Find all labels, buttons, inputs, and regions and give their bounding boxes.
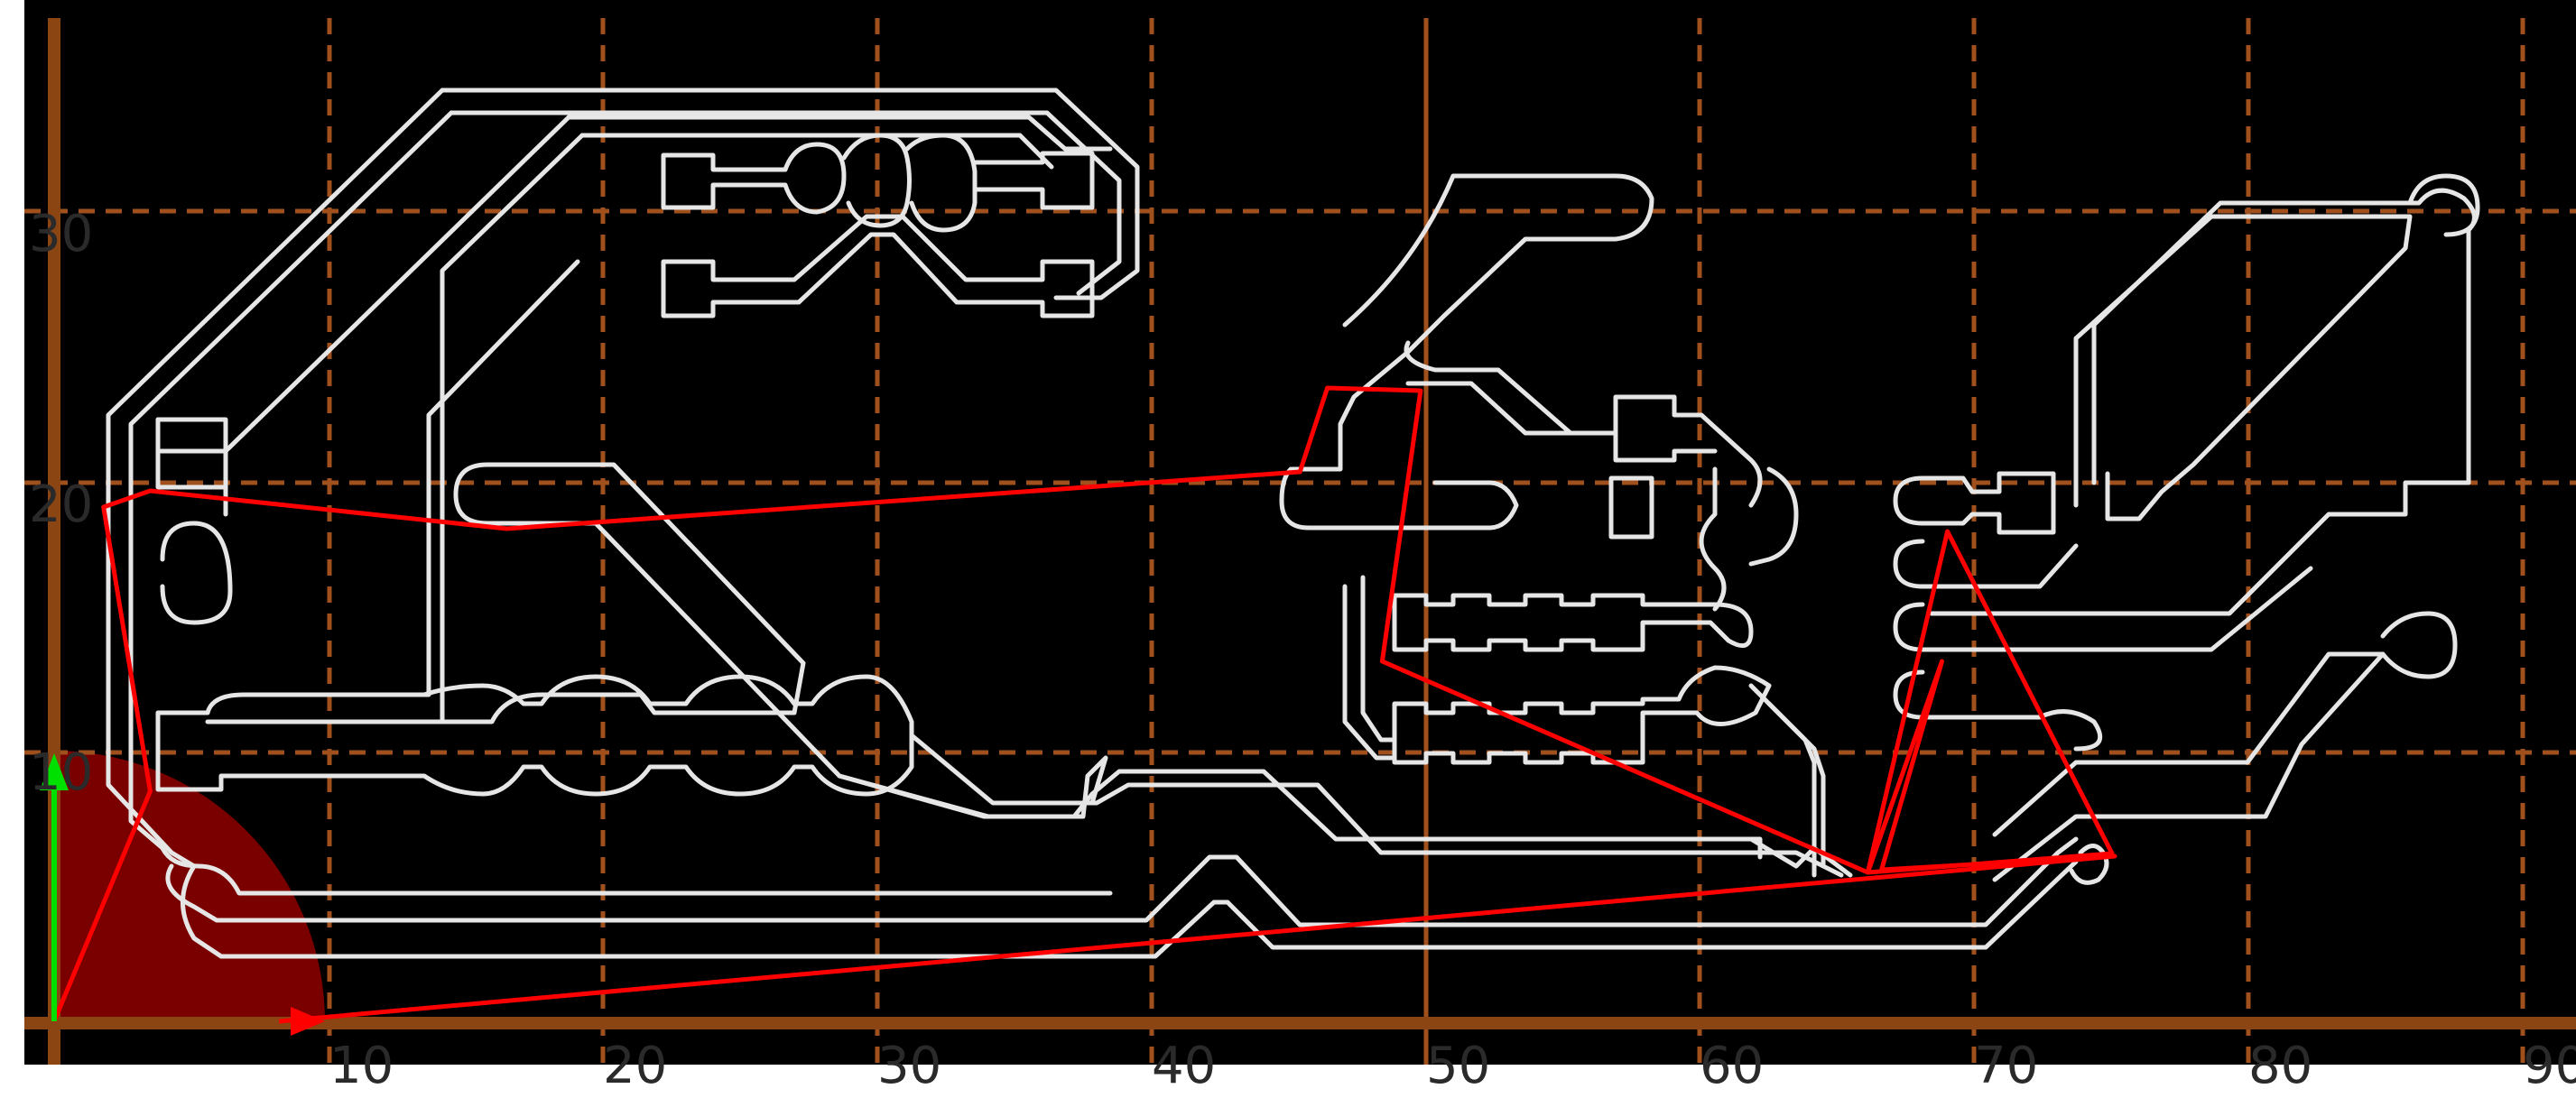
x-tick-label-30: 30 [877, 1037, 941, 1095]
trace-bottom-2 [181, 859, 2079, 959]
pad-cluster-center [1404, 340, 1763, 508]
trace-mid-3 [1423, 836, 1853, 878]
pad-top-1 [661, 142, 847, 215]
x-tick-label-80: 80 [2248, 1037, 2312, 1095]
pad-top-4 [972, 151, 1095, 210]
pad-bottom-row [155, 674, 914, 797]
y-tick-labels: 10 20 30 [29, 205, 93, 802]
trace-right-diag-1 [1929, 188, 2477, 616]
pad-right-bottom [1992, 611, 2458, 837]
arrow-right-icon [291, 1007, 325, 1036]
trace-mid-2 [909, 733, 1844, 878]
pad-column-right [1699, 466, 1727, 612]
trace-bottom-1 [165, 836, 2079, 927]
grid-lines [24, 18, 2576, 1065]
pad-long-mid-2 [453, 462, 490, 526]
trace-right-diag-2 [2073, 214, 2413, 521]
pad-row-1 [1392, 593, 1754, 652]
origin-sector [54, 751, 325, 1021]
trace-b [566, 115, 1113, 152]
origin-arrows [40, 753, 325, 1036]
y-tick-label-20: 20 [29, 475, 93, 534]
pad-row-2 [1392, 665, 1772, 765]
isolation-traces [106, 88, 2480, 959]
bottom-margin [0, 1065, 2576, 1098]
travel-path [51, 385, 2117, 1024]
x-tick-label-20: 20 [603, 1037, 667, 1095]
left-margin [0, 0, 24, 1098]
pad-round-left [160, 521, 233, 625]
pad-top-2 [841, 133, 912, 228]
x-tick-label-70: 70 [1974, 1037, 2038, 1095]
trace-center-outer-2 [1342, 584, 1397, 761]
trace-center-right-3 [1766, 701, 1817, 878]
pad-long-mid [205, 462, 806, 724]
pad-top-5 [661, 214, 1095, 318]
trace-center-right [1748, 466, 1799, 567]
trace-a [128, 110, 454, 652]
trace-inner-loop-2 [449, 110, 1122, 296]
pad-right-top [2407, 173, 2480, 237]
x-tick-label-50: 50 [1426, 1037, 1490, 1095]
trace-inner-loop [106, 88, 445, 869]
trace-bottom-3 [128, 647, 1113, 896]
y-tick-label-30: 30 [29, 205, 93, 263]
pad-right-end [2069, 844, 2109, 885]
pad-square-left-2 [155, 417, 228, 490]
pad-right-column [1893, 471, 2056, 535]
trace-center-outer [1360, 575, 1397, 743]
x-tick-label-10: 10 [329, 1037, 394, 1095]
pad-square-center [1608, 475, 1654, 540]
arrow-up-icon [40, 753, 69, 790]
pad-cluster-top [1279, 173, 1654, 531]
y-tick-label-10: 10 [29, 743, 93, 802]
x-tick-label-60: 60 [1700, 1037, 1764, 1095]
x-tick-labels: 10 20 30 40 50 60 70 80 90 [329, 1037, 2576, 1095]
x-tick-label-90: 90 [2523, 1037, 2576, 1095]
pad-right-column-2 [1893, 539, 2079, 589]
pad-right-column-4 [1893, 669, 2103, 752]
pad-cluster-rows [1405, 381, 1718, 463]
trace-right-lower [1992, 651, 2386, 882]
pad-top-3 [904, 133, 978, 233]
x-tick-label-40: 40 [1152, 1037, 1216, 1095]
